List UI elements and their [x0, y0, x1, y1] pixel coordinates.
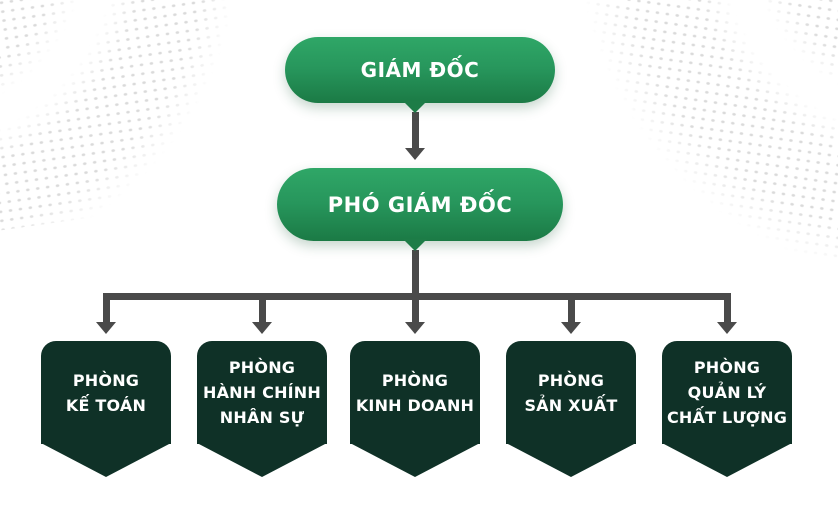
- department-label-line: QUẢN LÝ: [687, 383, 767, 402]
- department-label-line: PHÒNG: [228, 358, 296, 377]
- department-node-kinh-doanh: PHÒNG KINH DOANH: [350, 341, 480, 477]
- department-label: PHÒNG HÀNH CHÍNH NHÂN SỰ: [197, 341, 327, 444]
- arrow-down-icon: [717, 322, 737, 334]
- department-point: [41, 443, 171, 477]
- arrow-down-icon: [96, 322, 116, 334]
- arrow-down-icon: [405, 322, 425, 334]
- connector-drop-chat-luong: [723, 300, 731, 322]
- arrow-down-icon: [252, 322, 272, 334]
- director-label: GIÁM ĐỐC: [360, 58, 480, 82]
- deputy-director-node: PHÓ GIÁM ĐỐC: [277, 168, 563, 241]
- department-label: PHÒNG KINH DOANH: [350, 341, 480, 444]
- director-node-tail: [403, 101, 427, 113]
- department-label-line: CHẤT LƯỢNG: [666, 408, 788, 427]
- arrow-down-icon: [405, 148, 425, 160]
- department-node-quan-ly-chat-luong: PHÒNG QUẢN LÝ CHẤT LƯỢNG: [662, 341, 792, 477]
- connector-drop-hanh-chinh: [258, 300, 266, 322]
- connector-horizontal-bar: [103, 293, 731, 300]
- department-node-ke-toan: PHÒNG KẾ TOÁN: [41, 341, 171, 477]
- department-point: [662, 443, 792, 477]
- deputy-director-node-tail: [403, 239, 427, 251]
- connector-drop-san-xuat: [567, 300, 575, 322]
- department-label: PHÒNG QUẢN LÝ CHẤT LƯỢNG: [662, 341, 792, 444]
- department-label-line: HÀNH CHÍNH: [203, 383, 321, 402]
- department-label-line: PHÒNG: [72, 370, 140, 390]
- arrow-down-icon: [561, 322, 581, 334]
- department-label-line: KẾ TOÁN: [65, 395, 147, 415]
- department-point: [506, 443, 636, 477]
- department-label-line: PHÒNG: [381, 370, 449, 390]
- connector-director-to-deputy: [412, 112, 419, 148]
- department-label: PHÒNG SẢN XUẤT: [506, 341, 636, 444]
- department-node-hanh-chinh-nhan-su: PHÒNG HÀNH CHÍNH NHÂN SỰ: [197, 341, 327, 477]
- department-label-line: NHÂN SỰ: [219, 408, 305, 427]
- department-node-san-xuat: PHÒNG SẢN XUẤT: [506, 341, 636, 477]
- director-node: GIÁM ĐỐC: [285, 37, 555, 103]
- department-point: [350, 443, 480, 477]
- connector-drop-kinh-doanh: [412, 300, 419, 322]
- department-label-line: PHÒNG: [537, 370, 605, 390]
- department-label-line: PHÒNG: [693, 358, 761, 377]
- connector-deputy-stem: [412, 250, 419, 293]
- department-point: [197, 443, 327, 477]
- department-label: PHÒNG KẾ TOÁN: [41, 341, 171, 444]
- department-label-line: SẢN XUẤT: [524, 395, 618, 415]
- connector-drop-ke-toan: [103, 300, 110, 322]
- department-label-line: KINH DOANH: [355, 395, 475, 415]
- deputy-director-label: PHÓ GIÁM ĐỐC: [327, 192, 513, 217]
